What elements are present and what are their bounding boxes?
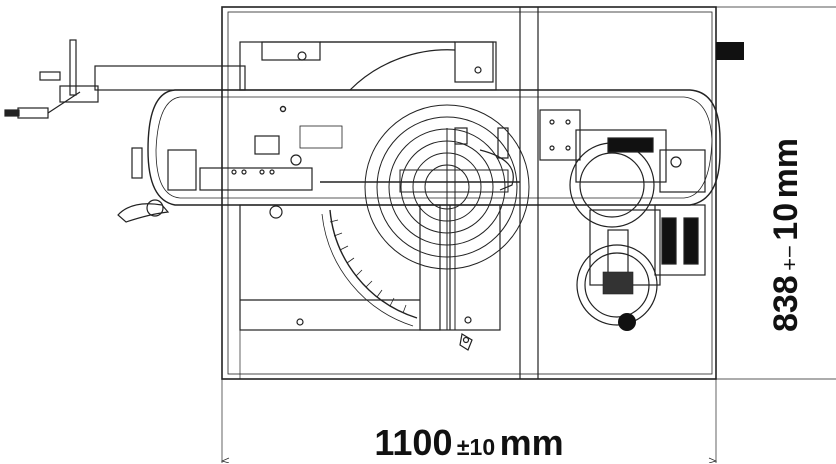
width-value: 1100	[374, 422, 453, 463]
work-table	[239, 204, 501, 351]
turntable	[320, 104, 530, 330]
height-dimension-label: 838 +− 10 mm	[767, 115, 805, 355]
width-unit: mm	[499, 422, 564, 463]
height-unit: mm	[767, 137, 805, 199]
crank-handle	[4, 39, 246, 119]
dark-marks	[618, 42, 744, 331]
width-dimension-label: 1100 ±10 mm	[222, 422, 716, 464]
base-cabinet	[221, 6, 717, 380]
dimension-lines	[220, 6, 836, 463]
angle-scale	[329, 219, 407, 314]
width-tolerance: ±10	[456, 434, 496, 460]
motor	[539, 109, 706, 326]
height-tolerance: 10	[767, 202, 805, 241]
height-value: 838	[767, 275, 805, 333]
control-panel	[167, 125, 343, 191]
blade-guides	[399, 127, 514, 193]
clamp-handle	[117, 147, 283, 223]
saw-arm-housing	[239, 41, 497, 91]
height-tolerance-sign: +−	[777, 245, 802, 271]
